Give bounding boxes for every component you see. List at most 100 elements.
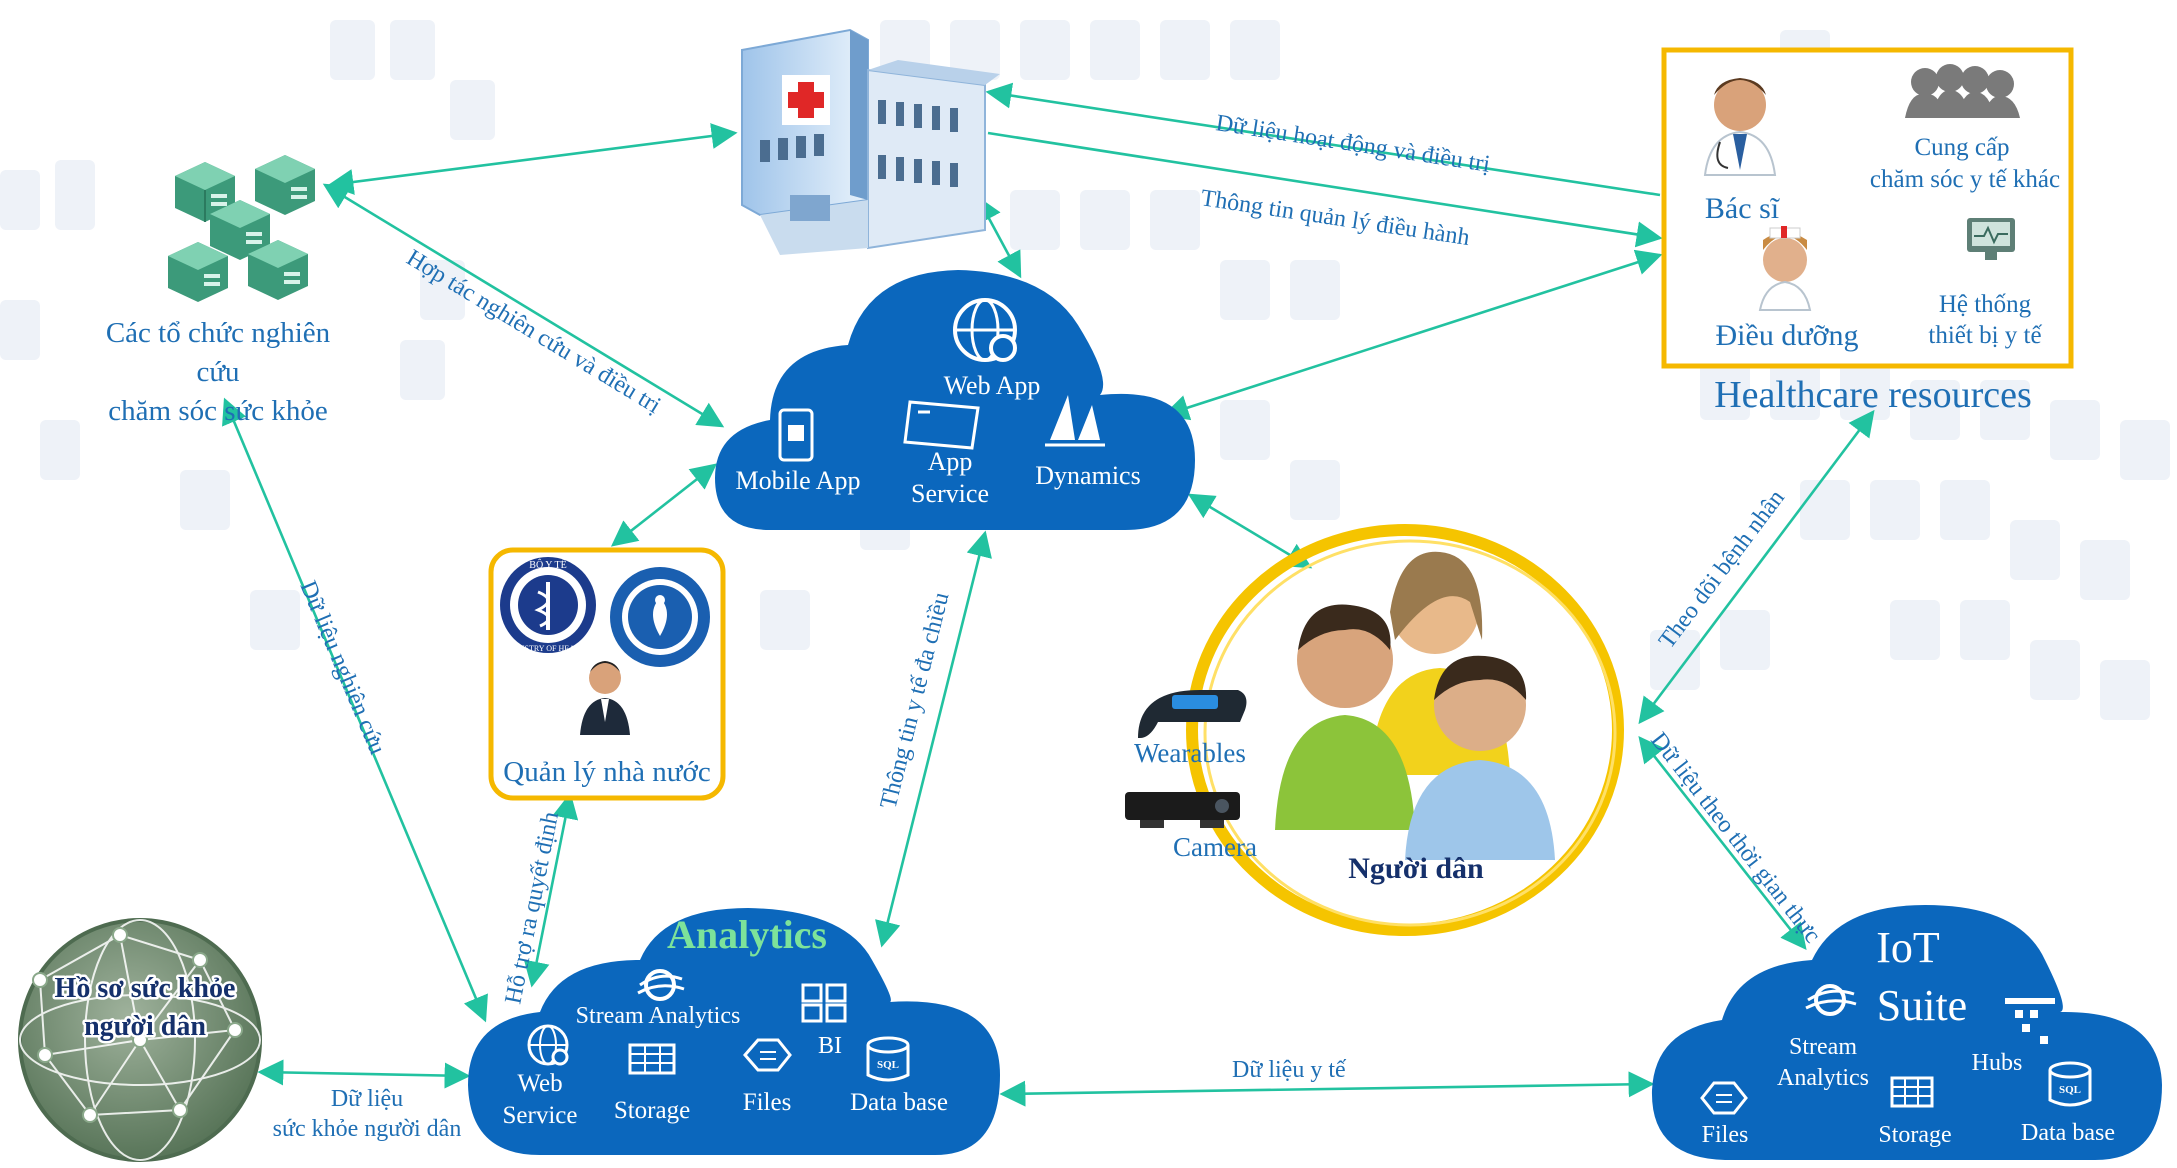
label-activity-data: Dữ liệu hoạt động và điều trị — [1214, 110, 1492, 178]
device-label-1: Hệ thống — [1939, 291, 2032, 318]
label-medical-data: Dữ liệu y tế — [1232, 1057, 1347, 1083]
connectors — [222, 82, 1875, 1107]
mobile-app-label: Mobile App — [736, 466, 861, 495]
hubs-label: Hubs — [1972, 1050, 2023, 1076]
nurse-icon — [1758, 226, 1812, 311]
bi-icon — [801, 983, 847, 1023]
providers-label-2: chăm sóc y tế khác — [1870, 166, 2060, 193]
people-node[interactable]: Người dân Wearables Camera — [1125, 524, 1624, 936]
app-service-label-1: App — [928, 447, 973, 476]
records-node[interactable]: Hồ sơ sức khỏe Hồ sơ sức khỏe người dân … — [18, 918, 262, 1162]
records-label-2-fill: người dân — [84, 1011, 206, 1042]
medical-device-icon — [1967, 218, 2015, 260]
edge-research-cloud — [322, 183, 725, 428]
iot-database-label: Data base — [2021, 1120, 2115, 1146]
storage-label: Storage — [614, 1097, 690, 1124]
building-cluster-icon — [168, 155, 315, 302]
database-label: Data base — [850, 1089, 948, 1116]
healthcare-title: Healthcare resources — [1714, 374, 2032, 416]
providers-label-1: Cung cấp — [1914, 134, 2009, 161]
records-label-2: người dân — [84, 1011, 206, 1042]
iot-storage-label: Storage — [1878, 1122, 1951, 1148]
records-label-1: Hồ sơ sức khỏe — [55, 973, 236, 1004]
bi-label: BI — [818, 1033, 842, 1059]
edge-hospital-healthcare-mgmt — [987, 131, 1663, 248]
iot-files-label: Files — [1702, 1122, 1749, 1148]
hospital-icon[interactable] — [741, 28, 1000, 255]
iot-title-2: Suite — [1877, 981, 1967, 1030]
storage-icon — [628, 1043, 676, 1075]
camera-label: Camera — [1173, 832, 1257, 862]
analytics-title: Analytics — [667, 912, 827, 957]
iot-cloud-shape — [1651, 905, 2162, 1160]
svg-text:MINISTRY OF HEALTH: MINISTRY OF HEALTH — [506, 644, 590, 653]
edge-records-analytics — [257, 1059, 471, 1089]
iot-files-icon — [1700, 1081, 1748, 1115]
stream-analytics-icon — [637, 969, 685, 1001]
web-service-icon — [527, 1024, 569, 1066]
edge-cloud-analytics — [875, 530, 992, 948]
svg-text:BỘ Y TẾ: BỘ Y TẾ — [529, 558, 566, 571]
research-label-1: Các tổ chức nghiên — [106, 317, 331, 349]
cloud-top-shape — [715, 270, 1195, 530]
edge-cloud-gov — [610, 463, 718, 547]
iot-stream-label-1: Stream — [1789, 1034, 1857, 1060]
doctor-label: Bác sĩ — [1705, 192, 1780, 225]
app-service-icon — [903, 400, 980, 450]
gov-node[interactable]: BỘ Y TẾ MINISTRY OF HEALTH Quản lý nhà n… — [488, 547, 726, 801]
mobile-app-icon — [778, 408, 814, 462]
device-label-2: thiết bị y tế — [1928, 322, 2042, 349]
label-research-data: Dữ liệu nghiên cứu — [294, 577, 390, 758]
files-icon — [743, 1038, 792, 1072]
web-app-label: Web App — [944, 371, 1041, 400]
web-service-label-2: Service — [503, 1102, 578, 1129]
globe-gear-icon — [953, 298, 1017, 362]
label-realtime-data: Dữ liệu theo thời gian thực — [1645, 728, 1825, 948]
research-node[interactable]: Các tổ chức nghiên cứu chăm sóc sức khỏe — [106, 155, 331, 427]
iot-cloud-node[interactable]: IoT Suite Stream Analytics Hubs Files — [1651, 905, 2162, 1160]
database-icon: SQL — [866, 1036, 910, 1082]
gov-label: Quản lý nhà nước — [503, 756, 710, 788]
edge-healthcare-cloud — [1162, 249, 1663, 421]
iot-database-icon: SQL — [2048, 1061, 2092, 1107]
dynamics-label: Dynamics — [1035, 461, 1140, 490]
crowd-icon — [1905, 64, 2020, 118]
people-group-icon — [1275, 551, 1555, 860]
cloud-top-node[interactable]: Web App Mobile App App Service Dynamics — [715, 270, 1195, 530]
people-ring — [1186, 524, 1624, 936]
iot-stream-label-2: Analytics — [1777, 1065, 1869, 1091]
stream-analytics-label: Stream Analytics — [576, 1003, 741, 1029]
label-records-data-1: Dữ liệu — [331, 1086, 403, 1112]
records-label-1-fill: Hồ sơ sức khỏe — [55, 973, 236, 1004]
files-label: Files — [743, 1089, 792, 1116]
edge-research-hospital — [327, 123, 738, 195]
wearable-band-icon — [1138, 690, 1247, 738]
edge-gov-analytics — [523, 792, 579, 988]
svg-text:SQL: SQL — [2059, 1084, 2081, 1096]
label-mgmt-info: Thông tin quản lý điều hành — [1199, 185, 1471, 251]
hubs-icon — [2005, 998, 2055, 1044]
svg-text:SQL: SQL — [877, 1059, 899, 1071]
label-records-data-2: sức khỏe người dân — [273, 1116, 462, 1142]
label-decision-support: Hỗ trợ ra quyết định — [500, 810, 564, 1007]
app-service-label-2: Service — [911, 479, 989, 508]
ministry-seal-icon: BỘ Y TẾ MINISTRY OF HEALTH — [500, 557, 596, 653]
nurse-label: Điều dưỡng — [1716, 319, 1859, 352]
edge-analytics-iot — [999, 1071, 1655, 1107]
analytics-cloud-shape — [468, 908, 1000, 1155]
edge-people-healthcare — [1638, 409, 1875, 725]
iot-stream-analytics-icon — [1805, 984, 1857, 1016]
camera-sensor-icon — [1125, 792, 1240, 828]
iot-title-1: IoT — [1876, 923, 1940, 972]
official-icon — [580, 661, 630, 735]
healthcare-resources-node[interactable]: Bác sĩ Cung cấp chăm sóc y tế khác Điều … — [1661, 47, 2074, 416]
analytics-cloud-node[interactable]: Analytics Stream Analytics BI Web Servic… — [468, 908, 1000, 1155]
edge-research-analytics — [222, 397, 488, 1023]
research-label-3: chăm sóc sức khỏe — [108, 395, 327, 427]
insurance-seal-icon — [610, 567, 710, 667]
wearables-label: Wearables — [1134, 738, 1246, 768]
research-label-2: cứu — [196, 356, 239, 388]
web-service-label-1: Web — [517, 1070, 562, 1097]
people-label: Người dân — [1348, 852, 1484, 885]
